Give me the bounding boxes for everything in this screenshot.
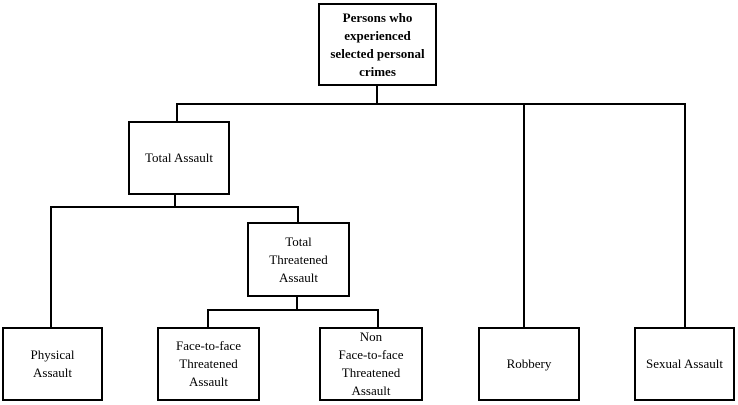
connector-drop-non-face-to-face (377, 309, 379, 329)
node-face-to-face-threatened-assault-label: Face-to-face Threatened Assault (176, 338, 241, 389)
node-root: Persons who experienced selected persona… (318, 3, 437, 86)
connector-level1-horizontal (176, 103, 686, 105)
node-physical-assault: Physical Assault (2, 327, 103, 401)
connector-drop-physical-assault (50, 206, 52, 329)
node-robbery-label: Robbery (506, 356, 552, 371)
connector-drop-total-threatened-assault (297, 206, 299, 224)
node-root-label: Persons who experienced selected persona… (330, 9, 425, 79)
connector-total-assault-stem (174, 195, 176, 208)
node-total-threatened-assault-label: Total Threatened Assault (269, 233, 328, 285)
node-robbery: Robbery (478, 327, 580, 401)
connector-total-threatened-assault-stem (296, 297, 298, 311)
connector-drop-total-assault (176, 103, 178, 123)
node-non-face-to-face-threatened-assault: Non Face-to-face Threatened Assault (319, 327, 423, 401)
node-sexual-assault-label: Sexual Assault (646, 356, 723, 371)
node-face-to-face-threatened-assault: Face-to-face Threatened Assault (157, 327, 260, 401)
node-sexual-assault: Sexual Assault (634, 327, 735, 401)
node-non-face-to-face-threatened-assault-label: Non Face-to-face Threatened Assault (338, 329, 404, 398)
connector-level2-horizontal (50, 206, 299, 208)
connector-drop-face-to-face (207, 309, 209, 329)
connector-drop-sexual-assault (684, 103, 686, 329)
connector-root-stem (376, 86, 378, 105)
node-total-assault-label: Total Assault (144, 150, 214, 165)
connector-drop-robbery (523, 103, 525, 329)
node-total-threatened-assault: Total Threatened Assault (247, 222, 350, 297)
node-total-assault: Total Assault (128, 121, 230, 195)
connector-level3-horizontal (207, 309, 379, 311)
node-physical-assault-label: Physical Assault (30, 347, 75, 380)
